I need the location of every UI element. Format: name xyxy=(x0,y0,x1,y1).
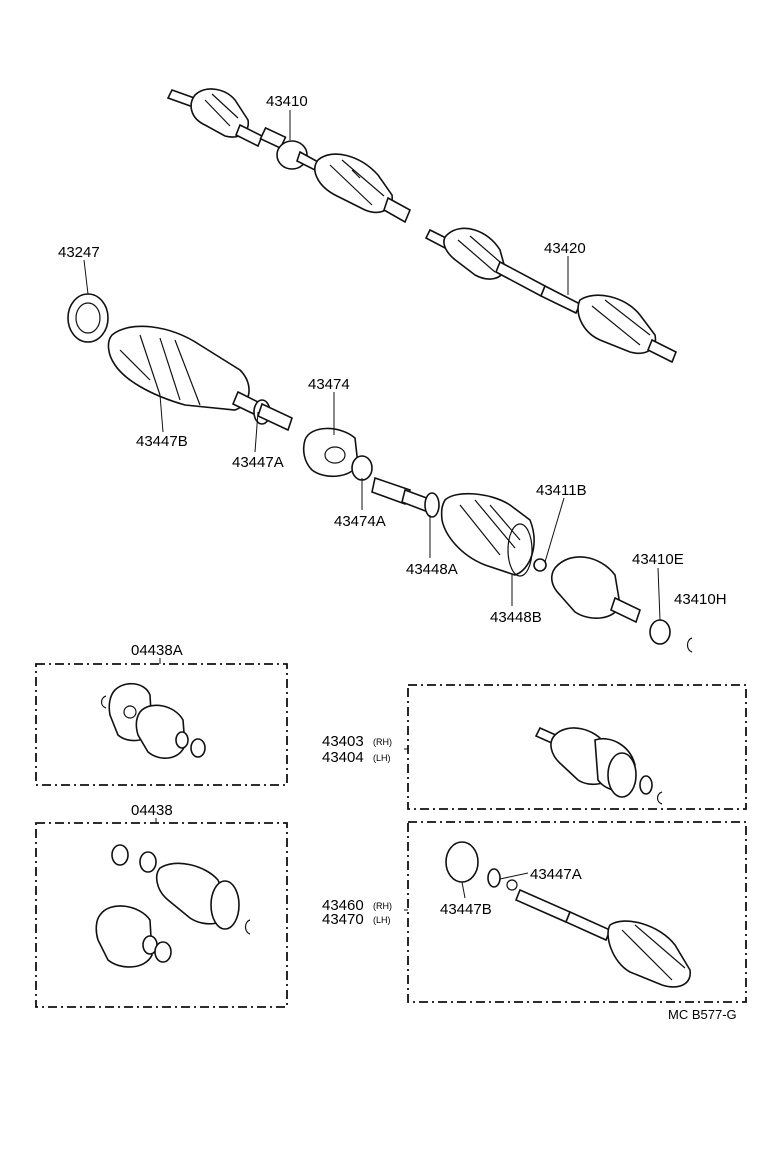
kit-box-04438a xyxy=(35,663,288,786)
label-04438a: 04438A xyxy=(131,642,183,659)
part-labels: 43410 43420 43247 43447B 43447A 43474 43… xyxy=(58,93,737,1022)
assembly-43403-parts xyxy=(534,726,663,805)
assembly-43460-parts xyxy=(445,841,691,988)
label-43447a-kit: 43447A xyxy=(530,866,582,883)
label-43410h: 43410H xyxy=(674,591,727,608)
label-43470-side: (LH) xyxy=(373,915,391,925)
label-43474a: 43474A xyxy=(334,513,386,530)
label-43403: 43403 xyxy=(322,733,364,750)
label-43460-side: (RH) xyxy=(373,901,392,911)
boot-kit-04438a-parts xyxy=(100,682,206,759)
label-43403-side: (RH) xyxy=(373,737,392,747)
inboard-joint-parts xyxy=(302,427,693,653)
boot-kit-04438-parts xyxy=(95,844,251,968)
label-43460: 43460 xyxy=(322,897,364,914)
drive-shaft-assembly-43410 xyxy=(166,88,412,224)
drive-shaft-43420 xyxy=(424,227,678,364)
label-43448b: 43448B xyxy=(490,609,542,626)
label-43448a: 43448A xyxy=(406,561,458,578)
label-43447b: 43447B xyxy=(136,433,188,450)
label-43411b: 43411B xyxy=(536,482,587,499)
drawing-code: MC B577-G xyxy=(668,1007,737,1022)
label-43410e: 43410E xyxy=(632,551,684,568)
label-43404-side: (LH) xyxy=(373,753,391,763)
kit-box-43403 xyxy=(407,684,747,810)
leader-lines xyxy=(83,110,661,911)
kit-box-43460 xyxy=(407,821,747,1003)
label-43447a: 43447A xyxy=(232,454,284,471)
label-43247: 43247 xyxy=(58,244,100,261)
label-43474: 43474 xyxy=(308,376,350,393)
label-43404: 43404 xyxy=(322,749,364,766)
kit-box-04438 xyxy=(35,822,288,1008)
label-43447b-kit: 43447B xyxy=(440,901,492,918)
label-43420: 43420 xyxy=(544,240,586,257)
label-04438: 04438 xyxy=(131,802,173,819)
label-43470: 43470 xyxy=(322,911,364,928)
label-43410: 43410 xyxy=(266,93,308,110)
outboard-joint-boot-43447b xyxy=(67,293,293,432)
